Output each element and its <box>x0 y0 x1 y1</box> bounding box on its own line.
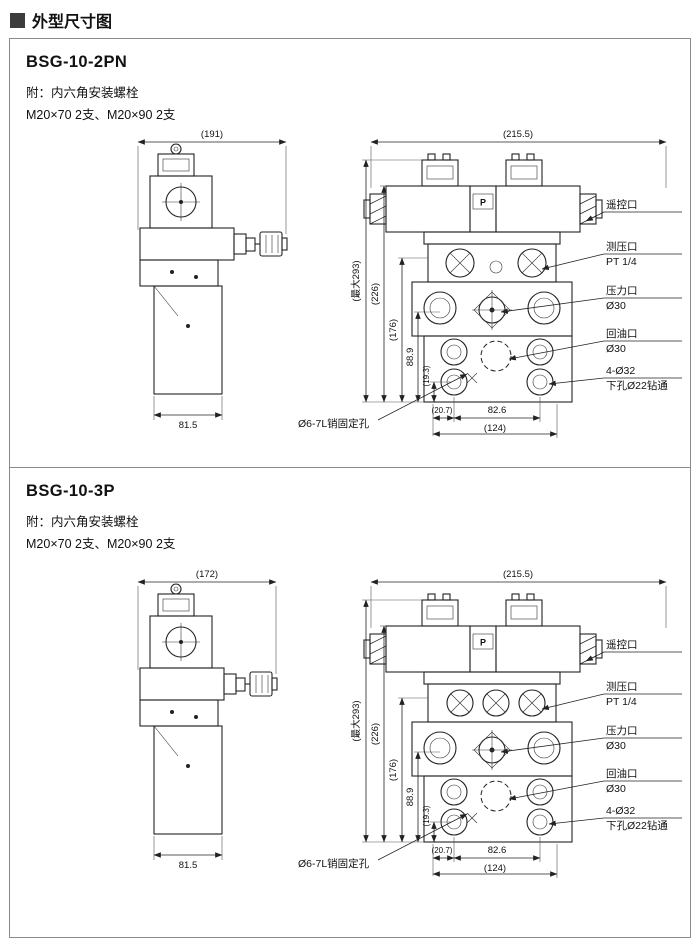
dim-19-3-text: (19.3) <box>422 365 431 386</box>
side-view: (191) <box>137 129 288 431</box>
port-labels: 遥控口 测压口 PT 1/4 压力口 Ø30 回油口 Ø30 4-Ø32 下孔Ø… <box>500 198 682 392</box>
dim-max-height-text: (最大293) <box>350 700 362 741</box>
label-pin-hole: Ø6-7L销固定孔 <box>298 417 370 430</box>
outline-drawing-2pn: (191) <box>137 129 682 438</box>
side-view: (172) <box>137 569 278 871</box>
label-mount-holes-sub: 下孔Ø22钻通 <box>606 819 668 832</box>
label-gauge-port-size: PT 1/4 <box>606 256 637 268</box>
dim-176-text: (176) <box>388 759 399 781</box>
label-return-port-size: Ø30 <box>606 783 626 795</box>
label-pressure-port-size: Ø30 <box>606 740 626 752</box>
note-mounting-bolts: 附：内六角安装螺栓 <box>26 515 139 529</box>
dim-side-base-width-text: 81.5 <box>179 420 198 431</box>
dim-124-text: (124) <box>484 863 506 874</box>
label-return-port: 回油口 <box>606 327 638 340</box>
dims-left: (最大293) (226) (176) 88.9 (19.3) <box>350 159 452 403</box>
pilot-valve-body <box>139 667 225 727</box>
dim-88-9-text: 88.9 <box>405 348 416 367</box>
lower-valve-body <box>153 285 223 395</box>
dim-side-total-width-text: (172) <box>196 569 218 580</box>
adjustment-knob <box>233 231 288 257</box>
pin-hole-label: Ø6-7L销固定孔 <box>298 373 468 430</box>
dim-124-text: (124) <box>484 423 506 434</box>
note-bolt-sizes: M20×70 2支、M20×90 2支 <box>26 537 176 551</box>
label-pressure-port: 压力口 <box>606 284 638 297</box>
valve-manifold <box>411 231 573 403</box>
port-labels: 遥控口 测压口 PT 1/4 压力口 Ø30 回油口 Ø30 4-Ø32 下孔Ø… <box>500 638 682 832</box>
pilot-solenoid-assembly <box>149 143 213 229</box>
note-bolt-sizes: M20×70 2支、M20×90 2支 <box>26 108 176 122</box>
diagram-frame: BSG-10-2PN 附：内六角安装螺栓 M20×70 2支、M20×90 2支… <box>9 38 691 938</box>
section-bsg-10-2pn: BSG-10-2PN 附：内六角安装螺栓 M20×70 2支、M20×90 2支… <box>10 39 690 467</box>
dim-88-9-text: 88.9 <box>405 788 416 807</box>
pin-hole-label: Ø6-7L销固定孔 <box>298 813 468 870</box>
dim-82-6-text: 82.6 <box>488 405 507 416</box>
label-gauge-port: 测压口 <box>606 240 638 253</box>
label-mount-holes-sub: 下孔Ø22钻通 <box>606 379 668 392</box>
label-gauge-port: 测压口 <box>606 680 638 693</box>
dim-side-total-width-text: (191) <box>201 129 223 140</box>
note-mounting-bolts: 附：内六角安装螺栓 <box>26 86 139 100</box>
dim-front-total-width-text: (215.5) <box>503 129 533 140</box>
dim-20-7-text: (20.7) <box>432 406 453 415</box>
dims-bottom: (20.7) 82.6 (124) <box>432 837 558 878</box>
label-remote-port: 遥控口 <box>606 638 638 651</box>
solenoid-assembly-front: P <box>363 593 603 673</box>
dim-20-7-text: (20.7) <box>432 846 453 855</box>
dim-176-text: (176) <box>388 319 399 341</box>
dim-226-text: (226) <box>370 723 381 745</box>
valve-manifold <box>411 671 573 843</box>
valve-marking-p: P <box>480 638 486 648</box>
dim-max-height-text: (最大293) <box>350 260 362 301</box>
label-gauge-port-size: PT 1/4 <box>606 696 637 708</box>
page-title: 外型尺寸图 <box>32 14 113 31</box>
valve-marking-p: P <box>480 198 486 208</box>
front-view: (215.5) <box>298 129 682 438</box>
adjustment-knob <box>223 671 278 697</box>
label-mount-holes: 4-Ø32 <box>606 365 635 377</box>
solenoid-assembly-front: P <box>363 153 603 233</box>
dim-226-text: (226) <box>370 283 381 305</box>
label-pin-hole: Ø6-7L销固定孔 <box>298 857 370 870</box>
dim-front-total-width: (215.5) <box>370 569 667 628</box>
front-view: (215.5) <box>298 569 682 878</box>
dim-front-total-width: (215.5) <box>370 129 667 188</box>
label-pressure-port-size: Ø30 <box>606 300 626 312</box>
lower-valve-body <box>153 725 223 835</box>
dim-side-base-width-text: 81.5 <box>179 860 198 871</box>
dim-side-total-width: (172) <box>137 569 277 674</box>
pilot-solenoid-assembly <box>149 583 213 669</box>
outline-drawing-3p: (172) <box>137 569 682 878</box>
section-marker-icon <box>10 12 25 28</box>
label-remote-port: 遥控口 <box>606 198 638 211</box>
dim-19-3-text: (19.3) <box>422 805 431 826</box>
section-bsg-10-3p: BSG-10-3P 附：内六角安装螺栓 M20×70 2支、M20×90 2支 … <box>10 467 690 937</box>
label-return-port: 回油口 <box>606 767 638 780</box>
label-return-port-size: Ø30 <box>606 343 626 355</box>
model-title: BSG-10-3P <box>26 482 115 500</box>
dim-side-base-width: 81.5 <box>153 836 223 871</box>
pilot-valve-body <box>139 227 235 287</box>
dim-side-total-width: (191) <box>137 129 287 234</box>
dim-82-6-text: 82.6 <box>488 845 507 856</box>
dim-front-total-width-text: (215.5) <box>503 569 533 580</box>
label-pressure-port: 压力口 <box>606 724 638 737</box>
page-header: 外型尺寸图 <box>0 0 700 38</box>
dims-bottom: (20.7) 82.6 (124) <box>432 397 558 438</box>
label-mount-holes: 4-Ø32 <box>606 805 635 817</box>
dim-side-base-width: 81.5 <box>153 396 223 431</box>
dims-left: (最大293) (226) (176) 88.9 (19.3) <box>350 599 452 843</box>
model-title: BSG-10-2PN <box>26 53 128 71</box>
